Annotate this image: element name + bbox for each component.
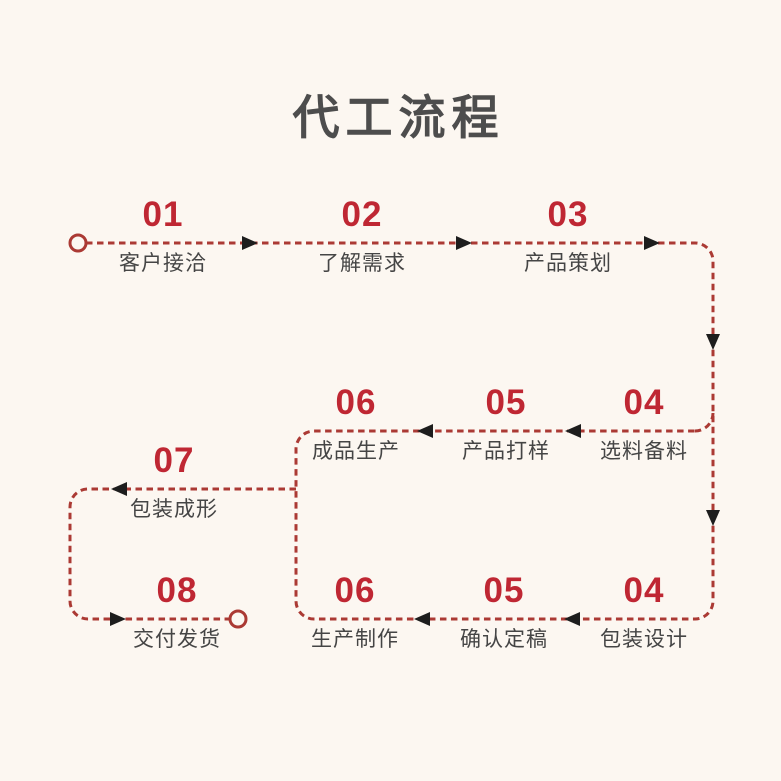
arrow-left-icon [111, 482, 127, 496]
page-title: 代工流程 [292, 91, 505, 144]
step-number: 04 [623, 571, 665, 610]
step-label: 生产制作 [311, 628, 399, 651]
step-label: 产品打样 [462, 440, 550, 463]
step-number: 03 [547, 195, 589, 234]
arrow-left-icon [564, 612, 580, 626]
flow-path-main [86, 241, 715, 621]
step-number: 08 [156, 571, 198, 610]
arrow-right-icon [456, 236, 472, 250]
arrow-down-icon [706, 510, 720, 526]
step-label: 包装设计 [600, 628, 688, 651]
step-number: 05 [483, 571, 525, 610]
arrow-left-icon [565, 424, 581, 438]
step-number: 06 [334, 571, 376, 610]
step-number: 04 [623, 383, 665, 422]
step-number: 07 [153, 441, 195, 480]
arrow-left-icon [414, 612, 430, 626]
step-label: 成品生产 [312, 440, 400, 463]
step-number: 02 [341, 195, 383, 234]
step-label: 交付发货 [133, 628, 221, 651]
step-label: 产品策划 [524, 252, 612, 275]
flow-path-packaging-exit [68, 487, 296, 621]
step-number: 01 [142, 195, 184, 234]
arrow-down-icon [706, 334, 720, 350]
arrow-left-icon [417, 424, 433, 438]
arrow-right-icon [110, 612, 126, 626]
step-label: 了解需求 [318, 252, 406, 275]
step-label: 客户接洽 [119, 252, 207, 275]
step-number: 06 [335, 383, 377, 422]
end-circle [228, 609, 248, 629]
step-number: 05 [485, 383, 527, 422]
step-label: 包装成形 [130, 498, 218, 521]
step-label: 确认定稿 [460, 628, 548, 651]
arrow-right-icon [644, 236, 660, 250]
arrow-right-icon [242, 236, 258, 250]
start-circle [68, 233, 88, 253]
step-label: 选料备料 [600, 440, 688, 463]
flow-path-row2-junction [694, 412, 715, 433]
